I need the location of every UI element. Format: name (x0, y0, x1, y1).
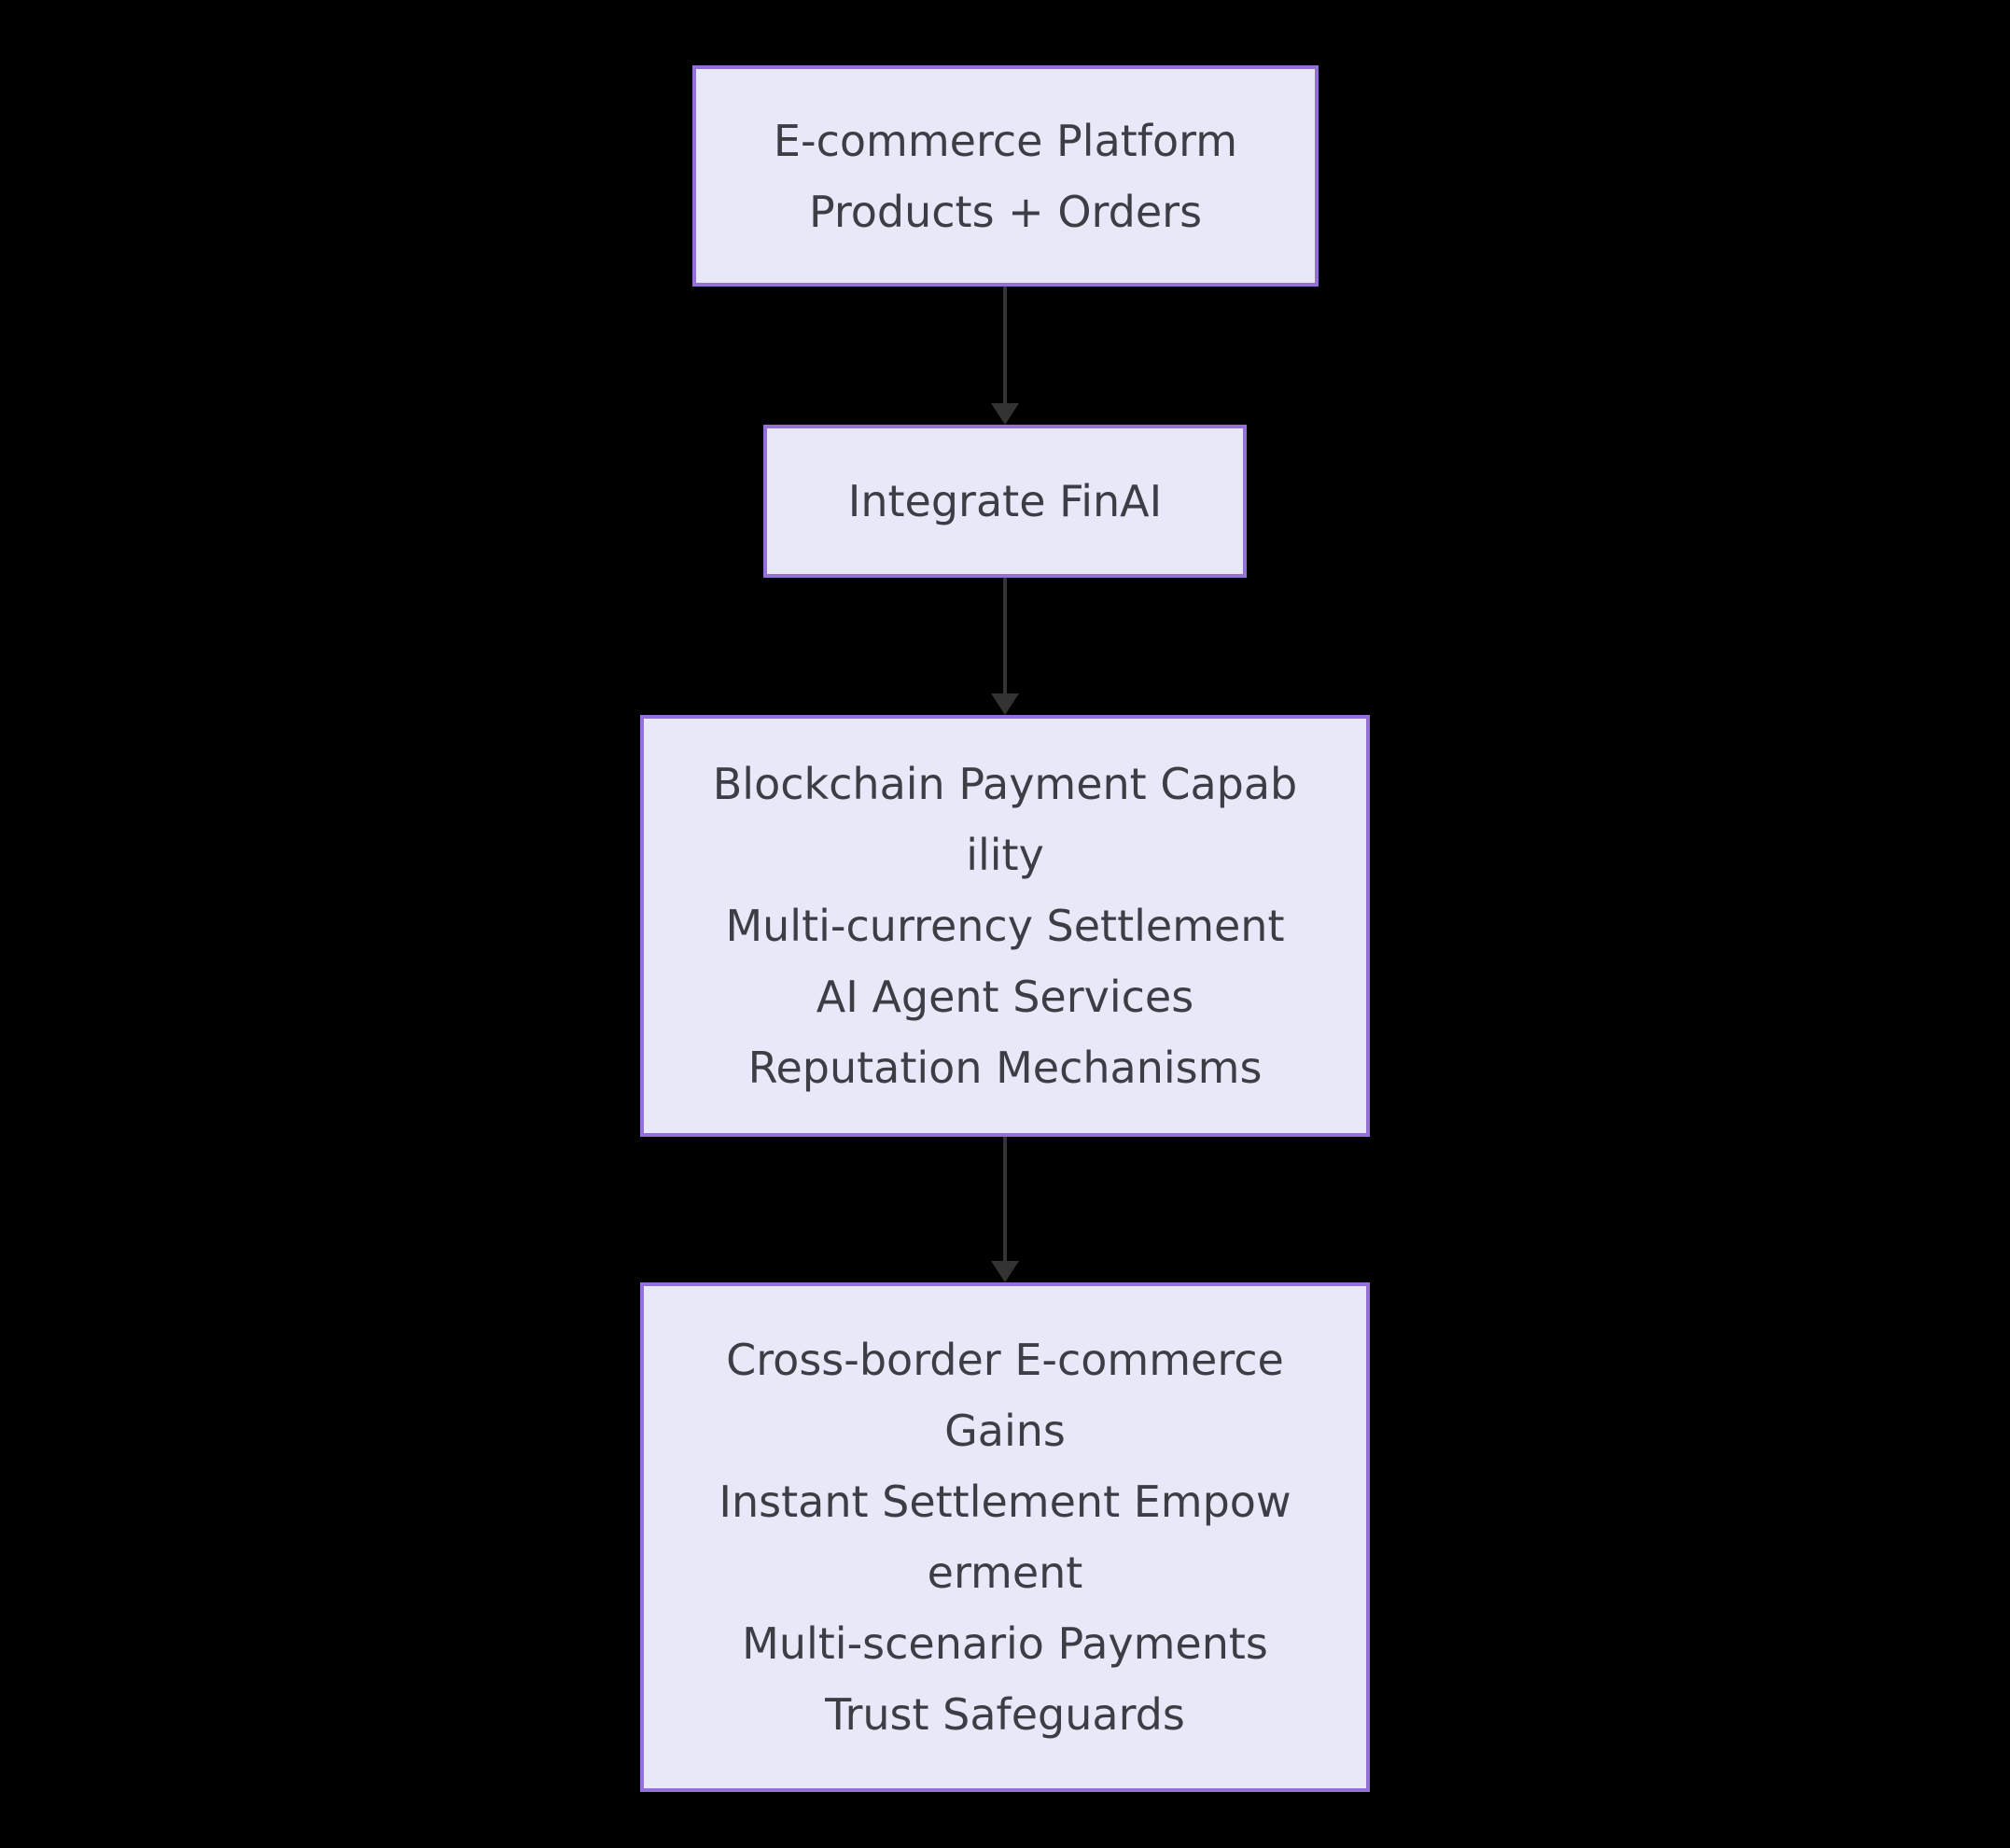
node-label-line: AI Agent Services (816, 972, 1194, 1022)
node-label-line: erment (927, 1547, 1083, 1598)
node-label-line: Multi-currency Settlement (725, 901, 1285, 951)
edge-platform-to-finai (990, 287, 1020, 425)
arrowhead-down-icon (991, 693, 1019, 715)
node-integrate-finai: Integrate FinAI (763, 425, 1247, 578)
node-label-line: Instant Settlement Empow (719, 1477, 1291, 1527)
node-label-line: ility (966, 830, 1044, 880)
node-label-line: E-commerce Platform (773, 115, 1238, 166)
node-label-line: Cross-border E-commerce (726, 1335, 1284, 1385)
node-label-line: Multi-scenario Payments (742, 1618, 1268, 1669)
node-label-line: Integrate FinAI (847, 476, 1163, 526)
node-label-line: Trust Safeguards (825, 1689, 1185, 1740)
arrow-line (1003, 287, 1007, 408)
arrow-line (1003, 578, 1007, 698)
node-label-line: Products + Orders (808, 186, 1203, 237)
node-cross-border-ecommerce-gains: Cross-border E-commerce Gains Instant Se… (640, 1282, 1370, 1792)
node-ecommerce-platform: E-commerce Platform Products + Orders (692, 65, 1319, 287)
arrow-line (1003, 1137, 1007, 1266)
node-blockchain-payment-capability: Blockchain Payment Capab ility Multi-cur… (640, 715, 1370, 1137)
node-label-line: Reputation Mechanisms (747, 1043, 1263, 1093)
edge-blockchain-to-crossborder (990, 1137, 1020, 1282)
arrowhead-down-icon (991, 403, 1019, 425)
node-label-line: Gains (944, 1406, 1066, 1456)
arrowhead-down-icon (991, 1261, 1019, 1282)
node-label-line: Blockchain Payment Capab (712, 759, 1298, 809)
edge-finai-to-blockchain (990, 578, 1020, 715)
